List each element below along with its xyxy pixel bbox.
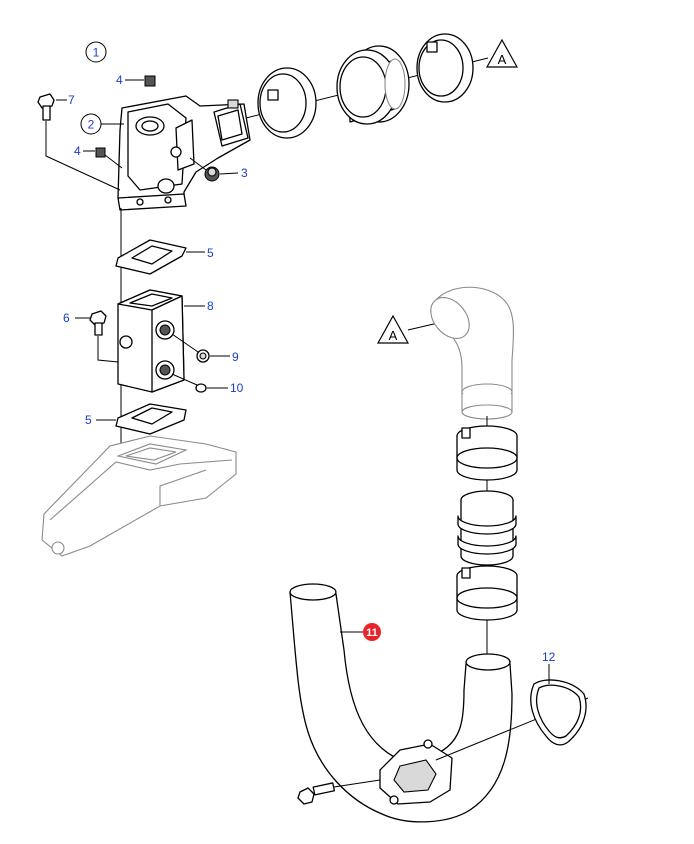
plug-part-10: 10 bbox=[171, 373, 244, 395]
reference-marker-a-top: A bbox=[485, 38, 519, 68]
callout-7: 7 bbox=[68, 93, 75, 107]
callout-4-top: 4 bbox=[116, 73, 123, 87]
assembly-label-2: 2 bbox=[80, 113, 124, 135]
reference-marker-a-top-text: A bbox=[498, 52, 507, 67]
reference-marker-a-right-text: A bbox=[389, 328, 398, 343]
gasket-part-5-lower: 5 bbox=[85, 403, 187, 435]
elbow-and-hose-stack-right: A bbox=[376, 286, 518, 656]
nut-part-4-side: 4 bbox=[74, 144, 123, 169]
callout-4-side: 4 bbox=[74, 144, 81, 158]
plug-part-3: 3 bbox=[189, 157, 248, 182]
rubber-hose-sleeve-top bbox=[336, 45, 410, 125]
hose-and-clamp-set-top bbox=[237, 33, 489, 139]
gasket-ring-part-12: 12 bbox=[530, 650, 587, 746]
callout-6: 6 bbox=[63, 311, 70, 325]
riser-block-part-8: 8 bbox=[117, 289, 214, 393]
callout-11: 11 bbox=[366, 627, 378, 639]
exhaust-manifold-ghost bbox=[41, 435, 237, 557]
plug-part-4-top: 4 bbox=[116, 73, 156, 87]
callout-3: 3 bbox=[241, 166, 248, 180]
callout-8: 8 bbox=[207, 299, 214, 313]
callout-5-upper: 5 bbox=[207, 246, 214, 260]
gasket-part-5-upper: 5 bbox=[115, 239, 214, 275]
assembly-label-2-text: 2 bbox=[88, 118, 95, 132]
exhaust-pipe-part-11: 11 bbox=[289, 583, 589, 823]
assembly-label-1: 1 bbox=[85, 41, 107, 63]
callout-5-lower: 5 bbox=[85, 413, 92, 427]
hose-clamp-top-left bbox=[257, 67, 317, 139]
exhaust-elbow-housing bbox=[117, 95, 251, 211]
hose-coupler-right bbox=[457, 490, 517, 566]
bolt-part-6: 6 bbox=[63, 310, 119, 363]
assembly-label-1-text: 1 bbox=[93, 46, 100, 60]
callout-12: 12 bbox=[542, 650, 556, 664]
bolt-part-7: 7 bbox=[37, 93, 121, 191]
hose-clamp-right-2 bbox=[456, 565, 518, 621]
highlight-marker-11 bbox=[363, 623, 381, 641]
hose-clamp-top-right bbox=[416, 33, 474, 103]
callout-10: 10 bbox=[230, 381, 244, 395]
plug-part-9: 9 bbox=[171, 333, 239, 364]
hose-clamp-right-1 bbox=[456, 425, 518, 481]
callout-9: 9 bbox=[232, 350, 239, 364]
